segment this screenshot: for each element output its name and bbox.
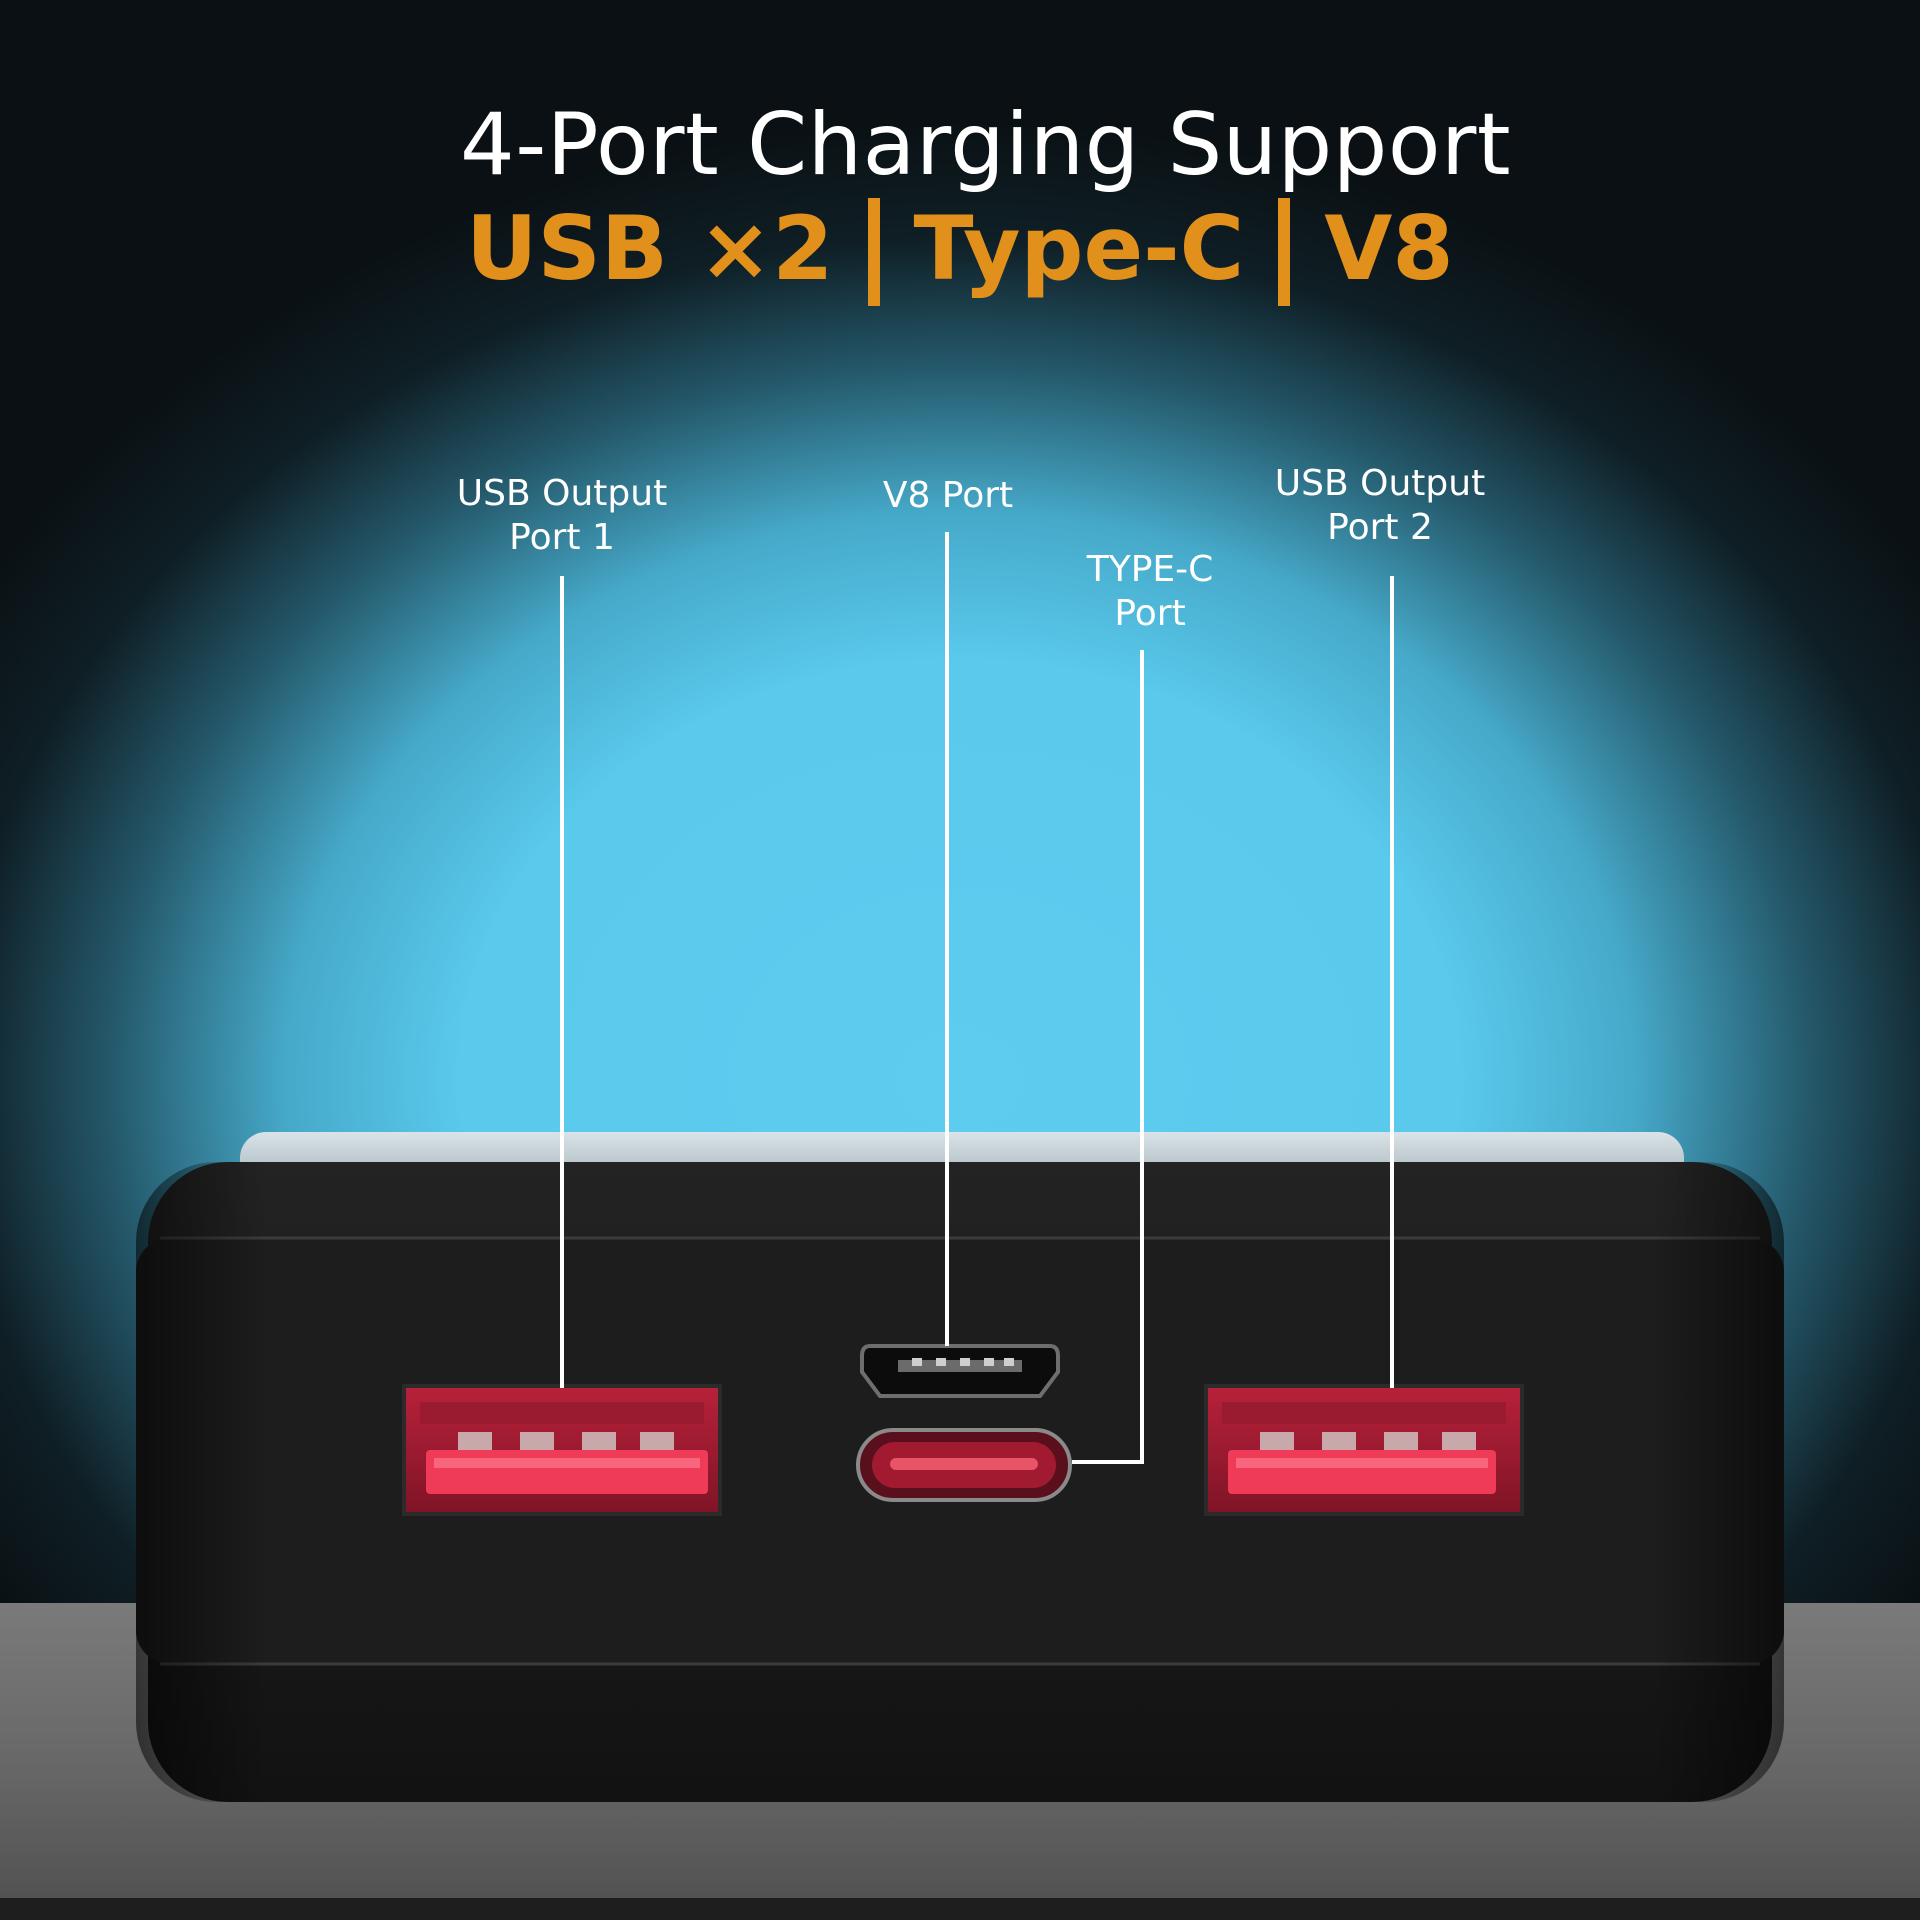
label-usb-port-1: USB Output Port 1 bbox=[456, 473, 668, 558]
subhead-usb: USB ×2 bbox=[466, 196, 834, 300]
label-usb-port-2: USB Output Port 2 bbox=[1274, 463, 1486, 548]
headline: 4-Port Charging Support bbox=[460, 95, 1512, 195]
label-v8-port: V8 Port bbox=[882, 475, 1014, 516]
subhead-divider bbox=[867, 198, 880, 306]
usb-c-port-icon[interactable] bbox=[856, 1428, 1072, 1502]
table-edge bbox=[0, 1898, 1920, 1920]
subheadline: USB ×2 Type-C V8 bbox=[466, 194, 1466, 306]
usb-a-port-icon[interactable] bbox=[1204, 1384, 1524, 1516]
subhead-typec: Type-C bbox=[913, 196, 1245, 300]
subhead-v8: V8 bbox=[1324, 196, 1454, 300]
micro-usb-port-icon[interactable] bbox=[860, 1344, 1060, 1398]
label-type-c-port: TYPE-C Port bbox=[1086, 549, 1214, 634]
subhead-divider bbox=[1278, 198, 1291, 306]
usb-a-port-icon[interactable] bbox=[402, 1384, 722, 1516]
